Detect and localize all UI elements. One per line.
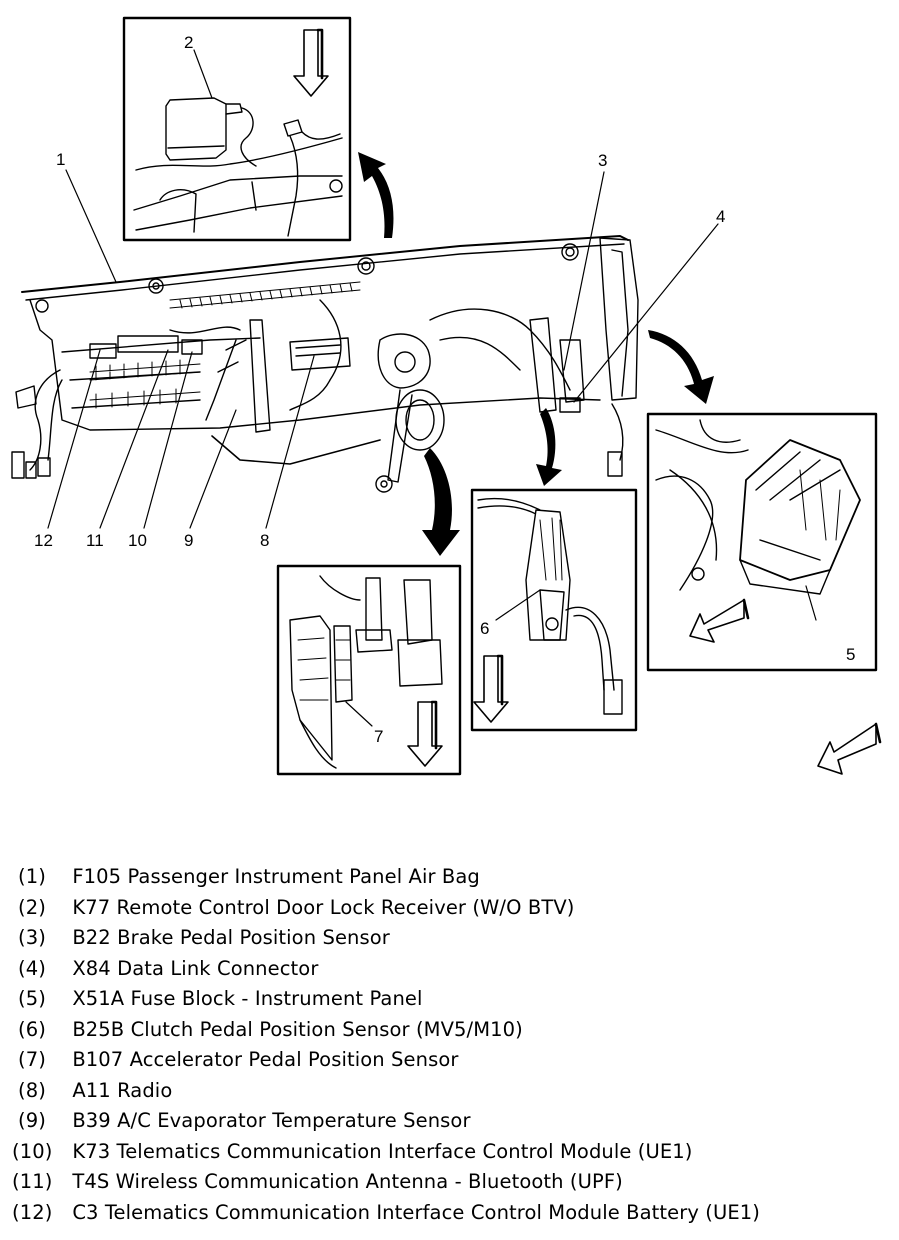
legend-text: A11 Radio	[72, 1078, 173, 1102]
leader-lines	[47, 49, 817, 727]
callout-9: 9	[184, 531, 193, 550]
legend-number: (9)	[18, 1109, 46, 1132]
callout-7: 7	[374, 727, 383, 746]
callout-3: 3	[598, 151, 607, 170]
legend-item: (1) F105 Passenger Instrument Panel Air …	[0, 862, 480, 892]
legend-item: (9) B39 A/C Evaporator Temperature Senso…	[0, 1106, 471, 1136]
callout-10: 10	[128, 531, 147, 550]
legend-text: X84 Data Link Connector	[72, 956, 319, 980]
inset-clutch-pedal	[470, 488, 638, 732]
legend-number: (3)	[18, 926, 46, 949]
inset-fuse-block	[646, 412, 878, 672]
legend-item: (8) A11 Radio	[0, 1076, 172, 1106]
legend-number: (11)	[12, 1170, 53, 1193]
orientation-arrow-icon	[817, 722, 882, 775]
legend-item: (11) T4S Wireless Communication Antenna …	[0, 1167, 623, 1197]
legend-number: (2)	[18, 895, 46, 919]
legend-number: (4)	[18, 956, 46, 980]
callout-6: 6	[480, 619, 489, 638]
pointer-arrow-to-inset-5	[648, 330, 714, 404]
legend-text: B107 Accelerator Pedal Position Sensor	[72, 1048, 459, 1071]
legend-number: (10)	[12, 1139, 53, 1163]
legend-item: (6) B25B Clutch Pedal Position Sensor (M…	[0, 1015, 523, 1045]
legend-text: C3 Telematics Communication Interface Co…	[72, 1200, 761, 1224]
callout-4: 4	[716, 207, 725, 226]
legend-item: (4) X84 Data Link Connector	[0, 954, 318, 984]
legend-text: K73 Telematics Communication Interface C…	[72, 1139, 693, 1163]
legend-number: (1)	[18, 865, 46, 888]
legend-item: (10) K73 Telematics Communication Interf…	[0, 1137, 693, 1167]
callout-2: 2	[184, 33, 193, 52]
legend-text: X51A Fuse Block - Instrument Panel	[72, 987, 423, 1010]
legend-item: (3) B22 Brake Pedal Position Sensor	[0, 923, 390, 953]
legend-text: T4S Wireless Communication Antenna - Blu…	[72, 1170, 623, 1193]
legend-item: (7) B107 Accelerator Pedal Position Sens…	[0, 1045, 459, 1075]
legend-text: B22 Brake Pedal Position Sensor	[72, 926, 390, 949]
legend-number: (7)	[18, 1048, 46, 1071]
pointer-arrow-to-inset-6	[536, 408, 562, 486]
legend-number: (12)	[12, 1200, 53, 1224]
pointer-arrow-to-inset-2	[358, 152, 394, 238]
callout-11: 11	[86, 531, 104, 550]
callout-12: 12	[34, 531, 53, 550]
legend-text: B25B Clutch Pedal Position Sensor (MV5/M…	[72, 1017, 523, 1041]
inset-accelerator-pedal	[276, 564, 462, 776]
instrument-panel-assembly	[11, 235, 639, 493]
legend-number: (8)	[18, 1078, 46, 1102]
legend-number: (5)	[18, 987, 46, 1010]
legend-text: K77 Remote Control Door Lock Receiver (W…	[72, 895, 575, 919]
legend-number: (6)	[18, 1017, 46, 1041]
legend-text: B39 A/C Evaporator Temperature Sensor	[72, 1109, 471, 1132]
instrument-panel-diagram: 1 2 3 4 5 6 7 8 9 10 11 12	[11, 16, 882, 776]
callout-5: 5	[846, 645, 855, 664]
pointer-arrow-to-inset-7	[422, 448, 460, 556]
legend-text: F105 Passenger Instrument Panel Air Bag	[72, 865, 480, 888]
legend-item: (5) X51A Fuse Block - Instrument Panel	[0, 984, 423, 1014]
callout-1: 1	[56, 150, 65, 169]
callout-8: 8	[260, 531, 269, 550]
inset-k77-receiver	[122, 16, 352, 242]
legend-item: (2) K77 Remote Control Door Lock Receive…	[0, 893, 575, 923]
legend-item: (12) C3 Telematics Communication Interfa…	[0, 1198, 760, 1228]
